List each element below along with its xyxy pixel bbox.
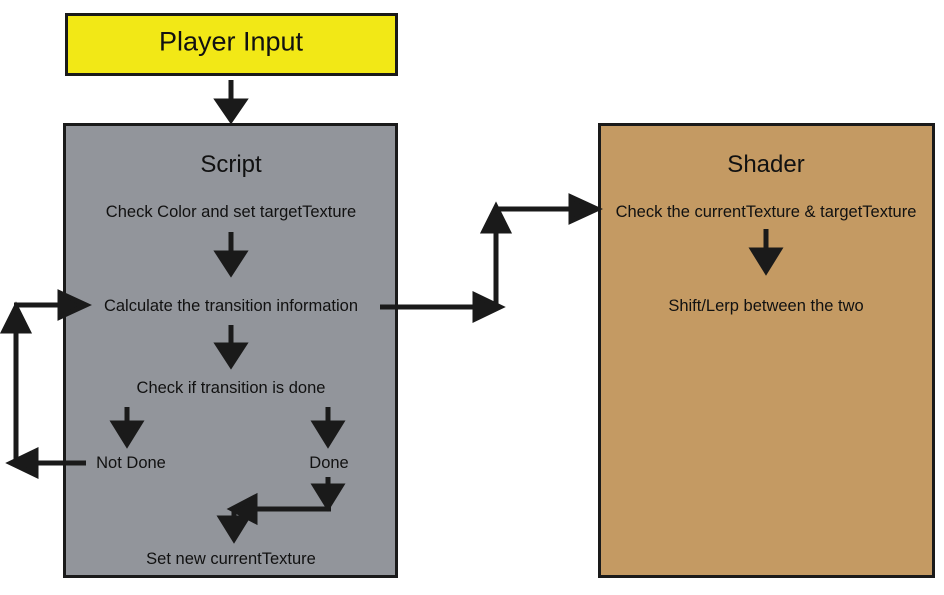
node-shader[interactable]	[598, 123, 935, 578]
edge-calculate-to-shader	[380, 193, 603, 323]
script-step-check-if-done: Check if transition is done	[136, 378, 326, 397]
script-branch-done: Done	[309, 453, 349, 472]
node-script-title: Script	[200, 151, 262, 178]
node-shader-title: Shader	[727, 151, 805, 178]
script-step-calculate-transition: Calculate the transition information	[103, 296, 359, 315]
shader-step-shift-lerp: Shift/Lerp between the two	[668, 296, 864, 315]
script-step-check-color: Check Color and set targetTexture	[105, 202, 357, 221]
node-player-input[interactable]	[65, 13, 398, 76]
node-player-input-label: Player Input	[158, 26, 304, 57]
script-branch-not-done: Not Done	[96, 453, 166, 472]
shader-step-check-textures: Check the currentTexture & targetTexture	[615, 202, 917, 221]
node-script[interactable]	[63, 123, 398, 578]
script-step-set-new-current-texture: Set new currentTexture	[146, 549, 316, 568]
edge-playerinput-to-script	[213, 80, 249, 125]
